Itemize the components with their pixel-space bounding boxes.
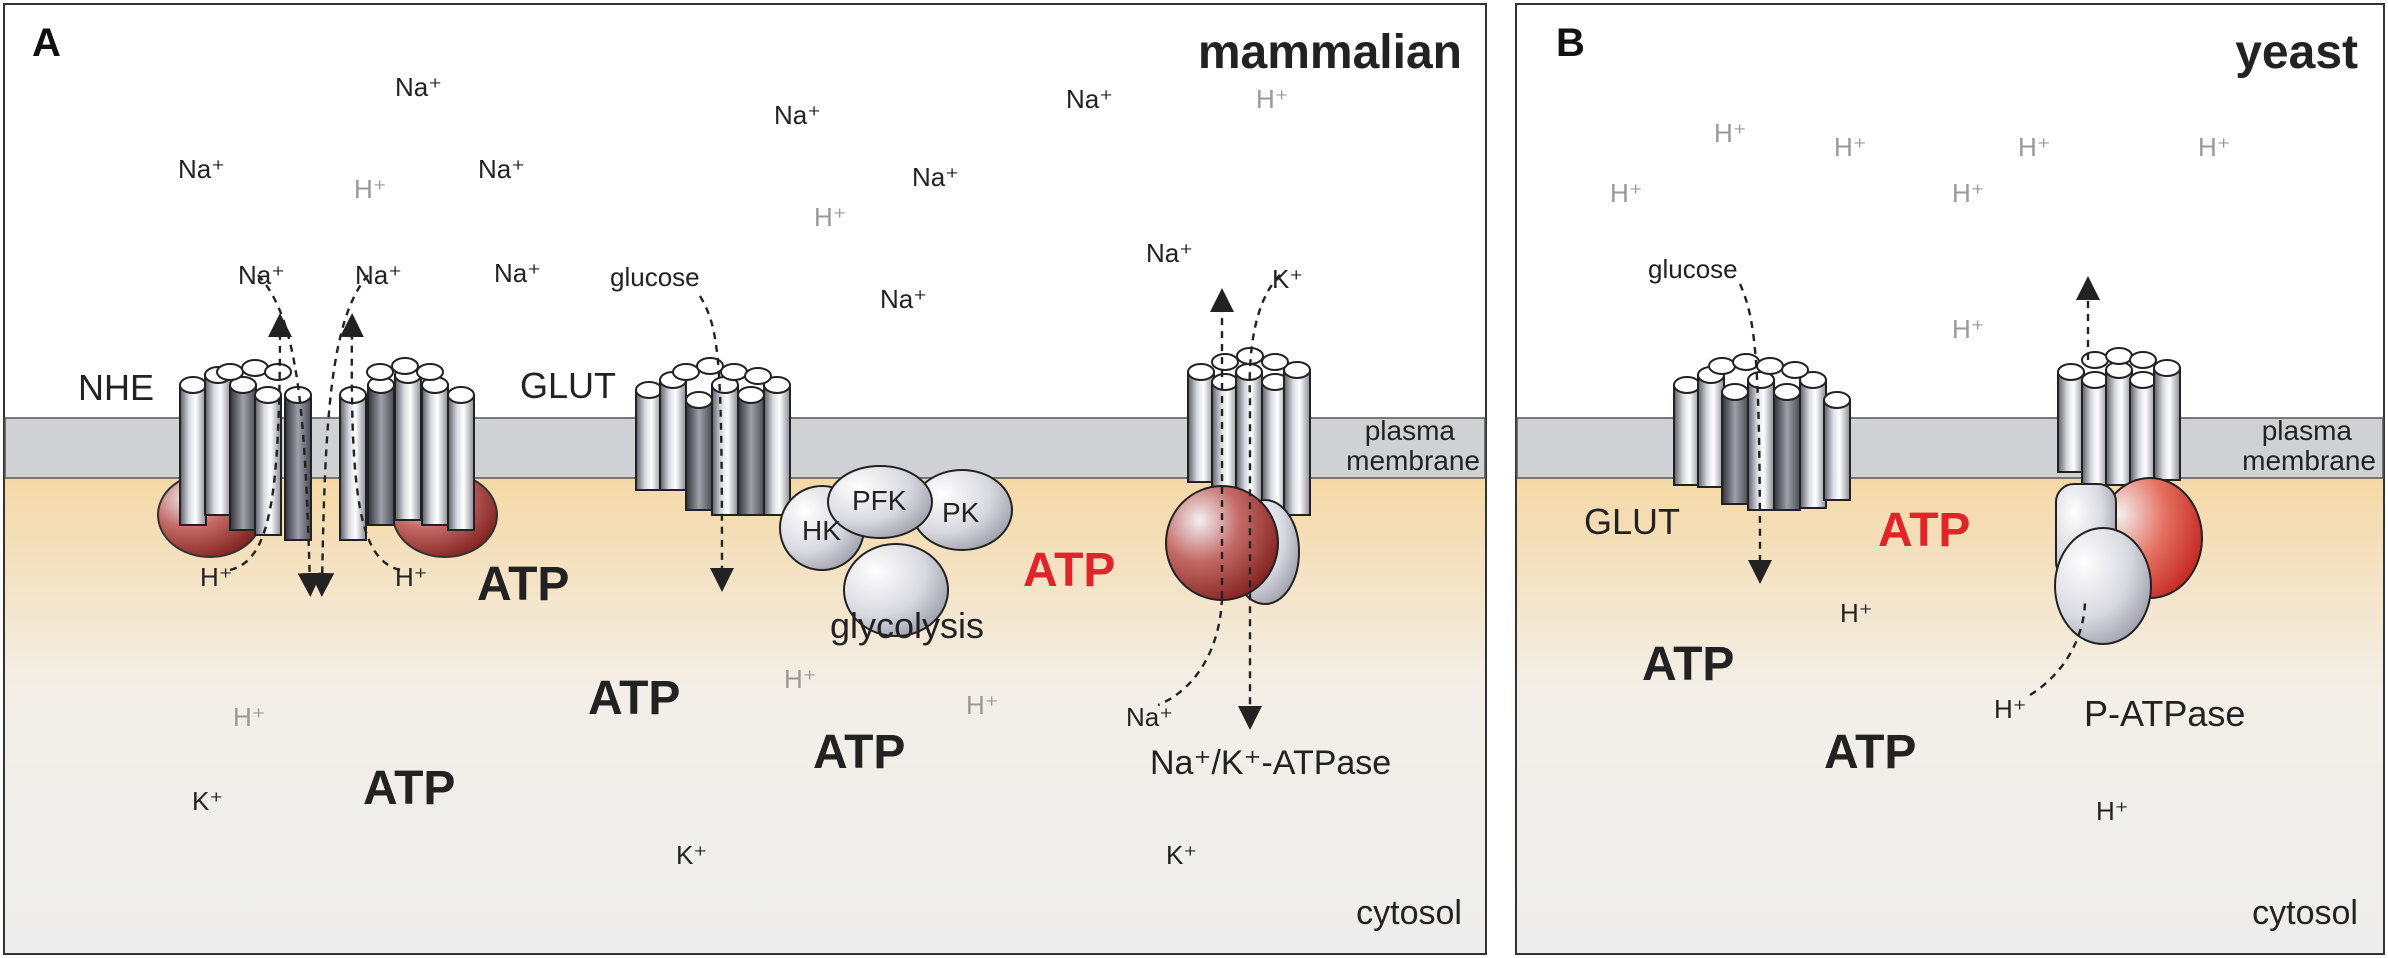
ion-na: Na⁺ xyxy=(494,258,541,288)
glut-transporter-b xyxy=(1673,283,1851,584)
panel-a-letter: A xyxy=(32,21,61,65)
atp-label: ATP xyxy=(588,672,680,725)
plasma-membrane-label-a-2: membrane xyxy=(1346,445,1480,476)
glucose-arrow-b xyxy=(1738,283,1772,584)
nhe-transporter xyxy=(157,274,498,597)
nhe-helix-bundle xyxy=(179,357,475,541)
glucose-arrow-a xyxy=(698,295,734,592)
ion-na: Na⁺ xyxy=(478,154,525,184)
glut-label-a: GLUT xyxy=(520,365,616,406)
nhe-na-in-arrow-right xyxy=(310,274,369,597)
p-atpase xyxy=(2029,276,2203,697)
ion-h: H⁺ xyxy=(1994,694,2027,724)
ion-na: Na⁺ xyxy=(774,100,821,130)
atp-label-red: ATP xyxy=(1878,504,1970,557)
plasma-membrane-label-b-2: membrane xyxy=(2242,445,2376,476)
ion-h: H⁺ xyxy=(966,690,999,720)
pfk-label: PFK xyxy=(852,485,907,516)
glycolysis-enzymes: HK PFK PK xyxy=(779,465,1013,637)
ion-k: K⁺ xyxy=(676,840,707,870)
ion-h: H⁺ xyxy=(1834,132,1867,162)
glucose-label-b: glucose xyxy=(1648,254,1738,284)
ion-h: H⁺ xyxy=(2018,132,2051,162)
ion-h: H⁺ xyxy=(1714,118,1747,148)
plasma-membrane-label-b-1: plasma xyxy=(2262,415,2353,446)
ion-na: Na⁺ xyxy=(912,162,959,192)
panel-a-title: mammalian xyxy=(1198,26,1462,79)
nhe-h-out-arrow-right xyxy=(339,313,401,572)
cytosol-label-b: cytosol xyxy=(2252,894,2358,932)
ion-na: Na⁺ xyxy=(395,72,442,102)
ion-na: Na⁺ xyxy=(1146,238,1193,268)
ion-na: Na⁺ xyxy=(178,154,225,184)
ion-na: Na⁺ xyxy=(238,260,285,290)
nhe-na-in-arrow-left xyxy=(257,274,322,597)
panel-b-letter: B xyxy=(1556,21,1585,65)
pk-label: PK xyxy=(942,497,980,528)
glut-transporter-a xyxy=(635,295,791,592)
ion-h: H⁺ xyxy=(1952,314,1985,344)
ion-na: Na⁺ xyxy=(880,284,927,314)
cytosol-label-a: cytosol xyxy=(1356,894,1462,932)
pump-k-in-arrow xyxy=(1238,274,1281,730)
ion-na: Na⁺ xyxy=(1066,84,1113,114)
ion-k: K⁺ xyxy=(1272,264,1303,294)
ion-h: H⁺ xyxy=(354,174,387,204)
ion-h: H⁺ xyxy=(233,702,266,732)
atp-label: ATP xyxy=(1642,638,1734,691)
ion-h: H⁺ xyxy=(1840,598,1873,628)
atp-label: ATP xyxy=(477,558,569,611)
ion-na: Na⁺ xyxy=(1126,702,1173,732)
plasma-membrane-label-a-1: plasma xyxy=(1365,415,1456,446)
atp-label: ATP xyxy=(813,726,905,779)
na-k-atpase xyxy=(1157,274,1311,730)
ion-h: H⁺ xyxy=(2096,796,2129,826)
na-k-atpase-label: Na⁺/K⁺-ATPase xyxy=(1150,744,1391,782)
atp-label: ATP xyxy=(1824,726,1916,779)
atp-label-red: ATP xyxy=(1023,544,1115,597)
nhe-h-out-arrow-left xyxy=(229,313,292,572)
atp-label: ATP xyxy=(363,762,455,815)
ion-h: H⁺ xyxy=(1952,178,1985,208)
panel-a: A mammalian xyxy=(3,3,1487,955)
ion-h: H⁺ xyxy=(1256,84,1289,114)
ion-h: H⁺ xyxy=(1610,178,1643,208)
ion-h: H⁺ xyxy=(784,664,817,694)
glycolysis-label: glycolysis xyxy=(830,605,984,646)
panel-b-title: yeast xyxy=(2235,26,2358,79)
ion-k: K⁺ xyxy=(192,786,223,816)
ion-k: K⁺ xyxy=(1166,840,1197,870)
panel-b-membrane xyxy=(1516,417,2384,479)
glut-label-b: GLUT xyxy=(1584,501,1680,542)
panel-b: B yeast GLUT glucose xyxy=(1515,3,2385,955)
ion-h: H⁺ xyxy=(2198,132,2231,162)
hk-label: HK xyxy=(802,515,841,546)
p-atpase-label: P-ATPase xyxy=(2084,693,2245,734)
pump-na-path xyxy=(1157,597,1224,707)
ion-h: H⁺ xyxy=(200,562,233,592)
ion-na: Na⁺ xyxy=(355,260,402,290)
p-atpase-h-path xyxy=(2029,599,2087,697)
glucose-label-a: glucose xyxy=(610,262,700,292)
panel-b-cytosol xyxy=(1517,478,2383,953)
ion-h: H⁺ xyxy=(814,202,847,232)
nhe-label: NHE xyxy=(78,367,154,408)
ion-h: H⁺ xyxy=(395,562,428,592)
